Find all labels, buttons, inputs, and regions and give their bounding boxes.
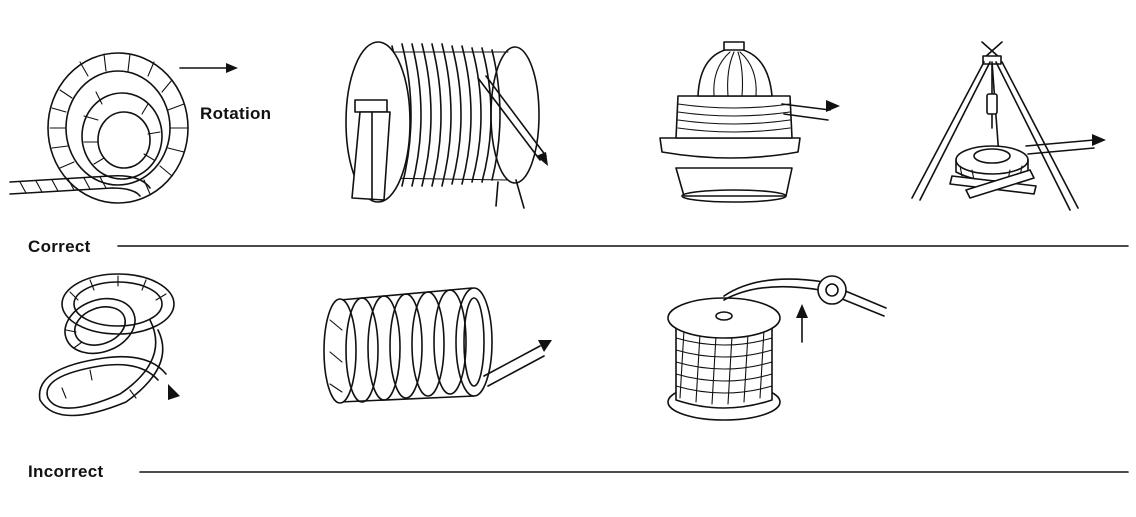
incorrect-label: Incorrect [28,462,104,481]
tangled-rope-icon [38,273,180,417]
correct-label: Correct [28,237,91,256]
spool-pulled-over-end-icon [667,275,887,421]
reel-on-stand-icon [345,41,548,209]
flat-coil-icon [323,287,552,404]
coiled-rope-icon [9,52,238,204]
spool-with-cone-icon [659,41,840,203]
tripod-with-swivel-icon [911,41,1106,211]
rotation-label: Rotation [200,104,272,123]
